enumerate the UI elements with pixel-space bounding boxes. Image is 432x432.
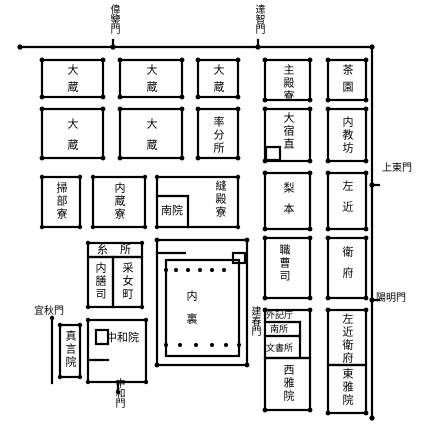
compound-uneme	[111, 255, 144, 309]
gate-tatchimon: 達智門	[253, 4, 264, 34]
label-nuidonoryou: 縫殿寮	[214, 180, 227, 219]
label-seigain: 西雅院	[282, 364, 295, 403]
compound-ookura-5	[118, 107, 184, 160]
ootoneri-annex	[264, 145, 282, 162]
compound-ookura-2	[118, 58, 184, 99]
compound-ookura-3	[196, 58, 240, 99]
label-ritsubunsho: 率分所	[212, 116, 225, 155]
compound-ootoneri	[263, 107, 312, 163]
compound-sakon	[326, 171, 368, 231]
label-ookura-3: 大蔵	[212, 64, 225, 98]
label-kurazukasa: 内蔵寮	[113, 182, 126, 221]
gate-ikanmon: 偉鑒門	[108, 4, 119, 34]
compound-naikyoubou	[326, 107, 368, 163]
label-gekiki: 外記庁	[266, 311, 294, 321]
compound-efu	[326, 236, 368, 300]
label-minamidokoro: 南所	[270, 325, 289, 335]
label-ootoneri: 大宿直	[282, 112, 295, 151]
label-chuwain: 中和院	[106, 331, 139, 344]
label-fumidokoro: 文書所	[266, 344, 294, 354]
compound-ikuhon	[263, 171, 312, 231]
label-naikyoubou: 内教坊	[341, 116, 354, 155]
compound-tonomoryou	[263, 58, 312, 102]
label-ikuhon: 梨本	[282, 182, 295, 224]
dairi-northeast-annex	[231, 251, 247, 265]
compound-ritsubunsho	[196, 107, 240, 160]
compound-nuidonoryou	[155, 175, 240, 229]
gate-chuuwamon: 中和門	[113, 378, 124, 408]
label-ookura-1: 大蔵	[66, 64, 79, 98]
compound-shikiji	[263, 236, 312, 300]
label-ookura-2: 大蔵	[145, 64, 158, 98]
label-shingon: 真言院	[64, 330, 77, 369]
label-sakon: 左近	[341, 180, 354, 222]
label-nanin: 南院	[161, 204, 183, 217]
wall-posts	[17, 44, 375, 421]
label-dairi: 内裏	[185, 290, 198, 336]
compound-chaen	[326, 58, 368, 102]
label-efu: 衛府	[341, 246, 354, 288]
label-ookura-5: 大蔵	[145, 118, 158, 160]
label-itodokoro: 糸所	[97, 243, 143, 256]
compound-dairi-outer	[155, 238, 249, 367]
gate-joutoumon: 上東門	[382, 163, 412, 174]
compound-kamonryou	[40, 175, 82, 229]
compound-togain	[326, 363, 368, 415]
label-chaen: 茶園	[341, 64, 354, 98]
label-sakonefu: 左近衛府	[341, 313, 354, 365]
label-tonomoryou: 主殿寮	[282, 64, 295, 103]
gate-youmeimon: 陽明門	[376, 293, 406, 304]
chuwain-annex	[94, 328, 110, 346]
compound-seigain	[263, 356, 312, 412]
compound-ookura-4	[40, 107, 105, 160]
label-naizen: 内膳司	[94, 262, 107, 301]
label-kamonryou: 掃部寮	[55, 182, 68, 221]
compound-shingon	[58, 323, 82, 379]
label-uneme: 采女町	[121, 262, 134, 301]
gate-kenshunmon: 建春門	[249, 306, 260, 336]
label-ookura-4: 大蔵	[66, 118, 79, 160]
label-togain: 東雅院	[341, 368, 354, 407]
compound-ookura-1	[40, 58, 105, 99]
label-shikiji: 職曹司	[278, 244, 291, 283]
gate-gishuumon: 宜秋門	[34, 306, 64, 317]
compound-dairi-inner	[164, 258, 241, 358]
compound-kurazukasa	[91, 175, 147, 229]
